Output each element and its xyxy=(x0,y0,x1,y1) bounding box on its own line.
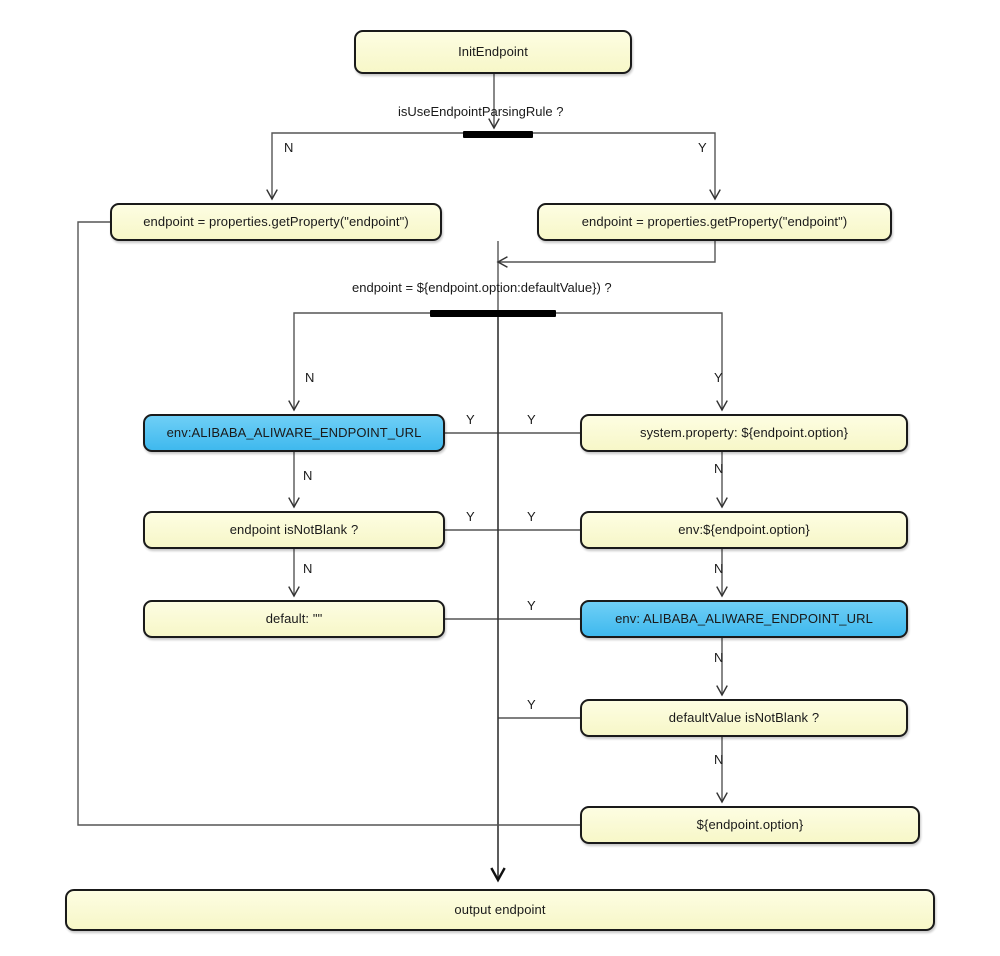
wire-decision1-yes xyxy=(533,132,721,201)
node-init-endpoint[interactable]: InitEndpoint xyxy=(354,30,632,74)
edge-label-yes-endpoint-blank-inner: Y xyxy=(466,509,475,524)
node-properties-get-property-left[interactable]: endpoint = properties.getProperty("endpo… xyxy=(110,203,442,241)
edge-label-no-alibaba-left: N xyxy=(303,468,313,483)
decision-bar-parsing-rule xyxy=(463,131,533,138)
wire-decision2-yes xyxy=(556,312,728,412)
decision-bar-default-value xyxy=(430,310,556,317)
edge-label-no-parsing-rule: N xyxy=(284,140,294,155)
node-endpoint-is-not-blank[interactable]: endpoint isNotBlank ? xyxy=(143,511,445,549)
node-env-alibaba-endpoint-url-left[interactable]: env:ALIBABA_ALIWARE_ENDPOINT_URL xyxy=(143,414,445,452)
node-properties-get-property-right[interactable]: endpoint = properties.getProperty("endpo… xyxy=(537,203,892,241)
edge-label-yes-alibaba-left-outer: Y xyxy=(527,412,536,427)
edge-label-no-alibaba-right: N xyxy=(714,650,724,665)
node-system-property-endpoint-option[interactable]: system.property: ${endpoint.option} xyxy=(580,414,908,452)
wire-propright-into-trunk xyxy=(496,241,716,268)
edge-label-no-endpoint-blank: N xyxy=(303,561,313,576)
node-default-empty-string[interactable]: default: "" xyxy=(143,600,445,638)
node-default-value-is-not-blank[interactable]: defaultValue isNotBlank ? xyxy=(580,699,908,737)
wire-decision2-no xyxy=(288,312,430,412)
node-output-endpoint[interactable]: output endpoint xyxy=(65,889,935,931)
node-env-endpoint-option[interactable]: env:${endpoint.option} xyxy=(580,511,908,549)
edge-label-yes-default-value-blank: Y xyxy=(527,697,536,712)
edge-label-yes-default-value: Y xyxy=(714,370,723,385)
edge-label-yes-alibaba-left-inner: Y xyxy=(466,412,475,427)
edge-label-yes-default-empty: Y xyxy=(527,598,536,613)
wire-endpointoption-return-rail xyxy=(77,221,580,826)
edge-label-no-default-value: N xyxy=(305,370,315,385)
edge-label-no-env-option: N xyxy=(714,561,724,576)
edge-label-no-system-property: N xyxy=(714,461,724,476)
node-endpoint-option[interactable]: ${endpoint.option} xyxy=(580,806,920,844)
edge-label-yes-parsing-rule: Y xyxy=(698,140,707,155)
edge-label-yes-endpoint-blank-outer: Y xyxy=(527,509,536,524)
condition-label-default-value: endpoint = ${endpoint.option:defaultValu… xyxy=(352,280,612,295)
wire-decision1-no xyxy=(266,132,463,201)
condition-label-parsing-rule: isUseEndpointParsingRule ? xyxy=(398,104,564,119)
node-env-alibaba-endpoint-url-right[interactable]: env: ALIBABA_ALIWARE_ENDPOINT_URL xyxy=(580,600,908,638)
edge-label-no-default-value-blank: N xyxy=(714,752,724,767)
